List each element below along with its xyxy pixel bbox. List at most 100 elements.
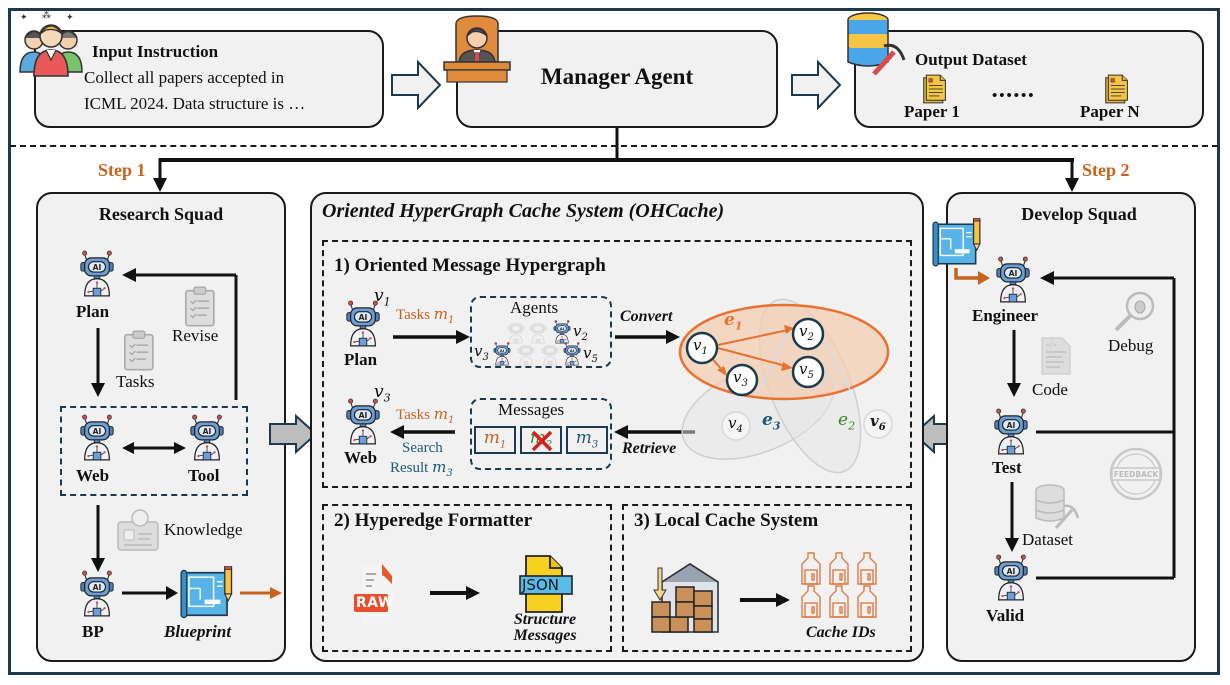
tasks-m1-return-label: Tasks m1 [396, 405, 454, 426]
warehouse-icon [651, 563, 719, 633]
vertex-v6 [863, 409, 893, 439]
valid-label: Valid [986, 606, 1025, 625]
svg-text:⁂: ⁂ [42, 10, 51, 20]
valid-robot-icon [992, 554, 1030, 602]
v-subscript: 3 [383, 391, 391, 405]
messages-group [470, 398, 612, 470]
e-symbol: e [724, 310, 735, 330]
formatter-arrow [430, 586, 480, 600]
message-m1: m1 [474, 426, 516, 454]
e-subscript: 2 [848, 419, 856, 433]
tasks-label: Tasks [116, 372, 155, 391]
step-connector-lines [153, 128, 1079, 192]
convert-label: Convert [620, 308, 673, 325]
blueprint-label: Blueprint [164, 622, 232, 641]
hyperedge-formatter-title: 2) Hyperedge Formatter [334, 510, 533, 531]
retrieve-label: Retrieve [622, 440, 677, 457]
engineer-label: Engineer [972, 306, 1039, 325]
web-vertex-label: v3 [374, 382, 391, 404]
vertex-v4 [721, 411, 751, 441]
arrow-v1-v5 [781, 362, 793, 371]
v-subscript: 3 [741, 378, 748, 389]
vertex-v5 [791, 355, 825, 389]
diagram-frame [8, 8, 1220, 675]
bp-agent-label: BP [82, 622, 104, 641]
ohcache-title: Oriented HyperGraph Cache System (OHCach… [322, 200, 725, 222]
arrow-into-ohcache-left-icon [269, 413, 318, 455]
manager-desk-icon [443, 15, 511, 83]
develop-squad-panel [946, 192, 1196, 662]
manager-agent-box [456, 30, 778, 128]
arrow-right-hollow-icon [791, 59, 842, 111]
faded-agent-robot-icon [506, 320, 526, 344]
m-subscript: 1 [447, 415, 455, 426]
web-robot-icon [344, 398, 382, 446]
revise-label: Revise [172, 326, 219, 345]
structure-messages-caption-line2: Messages [513, 627, 577, 644]
v-subscript: 6 [878, 422, 886, 433]
m-subscript: 1 [499, 439, 507, 451]
cache-ids-icon [801, 552, 877, 618]
tasks-m1-label: Tasks m1 [396, 305, 454, 326]
e-subscript: 3 [772, 419, 781, 433]
vertex-v2 [791, 317, 825, 351]
v-subscript: 2 [807, 332, 814, 343]
e-symbol: e [762, 410, 773, 430]
result-m3-label: Result m3 [390, 458, 453, 479]
search-label: Search [402, 440, 443, 456]
v-subscript: 5 [591, 354, 598, 365]
arrow-right-hollow-icon [391, 59, 442, 111]
develop-flow-arrows [954, 268, 1176, 580]
input-instruction-line1: Collect all papers accepted in [84, 68, 285, 87]
tool-agent-label: Tool [188, 466, 220, 485]
message-m3: m3 [566, 426, 608, 454]
agents-title: Agents [510, 298, 559, 317]
m-subscript: 2 [545, 439, 553, 451]
hypergraph [678, 298, 893, 474]
debug-label: Debug [1108, 336, 1154, 355]
input-instruction-line2: ICML 2024. Data structure is … [84, 94, 306, 113]
vertex-v1 [685, 331, 719, 365]
step-1-label: Step 1 [98, 160, 146, 180]
raw-file-icon [354, 564, 392, 624]
hyperedge-formatter-section [322, 504, 612, 652]
feedback-text: FEEDBACK [1114, 470, 1160, 479]
plan-vertex-label: v1 [374, 286, 391, 308]
v-symbol: v [583, 344, 592, 362]
agent-v3-robot-icon [492, 342, 512, 366]
agent-v3-label: v3 [474, 342, 489, 363]
v-symbol: v [573, 322, 582, 340]
develop-squad-title: Develop Squad [1021, 204, 1137, 224]
paper-n-label: Paper N [1080, 102, 1140, 121]
hyperedge-e2-label: e2 [838, 410, 855, 432]
plan-agent-label: Plan [76, 302, 110, 321]
json-file-label: JSON [522, 576, 559, 594]
vertex-v2-label: v2 [799, 322, 814, 343]
database-mining-icon [847, 12, 906, 76]
agent-v2-robot-icon [552, 320, 572, 344]
dataset-mining-icon [1035, 484, 1080, 529]
step-2-label: Step 2 [1082, 160, 1130, 180]
message-hypergraph-title: 1) Oriented Message Hypergraph [334, 255, 606, 276]
m-subscript: 1 [447, 315, 455, 326]
tasks-text: Tasks [396, 407, 434, 423]
v-subscript: 2 [581, 332, 588, 343]
test-robot-icon [992, 408, 1030, 456]
paper-ellipsis: •••••• [992, 88, 1036, 104]
input-instruction-box [34, 30, 384, 128]
cache-arrow [740, 593, 790, 607]
faded-agent-robot-icon [528, 320, 548, 344]
agent-v5-robot-icon [562, 342, 582, 366]
m-subscript: 3 [446, 468, 453, 479]
vertex-v5-label: v5 [799, 360, 814, 381]
section-divider [10, 145, 1218, 147]
research-flow-arrows [91, 268, 282, 600]
m-symbol: m [433, 305, 448, 323]
web-label: Web [344, 448, 378, 467]
paper-1-label: Paper 1 [904, 102, 960, 121]
v-symbol: v [374, 286, 384, 306]
svg-text:</>: </> [1046, 342, 1057, 349]
result-text: Result [390, 460, 433, 476]
agent-v5-label: v5 [583, 344, 598, 365]
messages-title: Messages [498, 400, 565, 419]
